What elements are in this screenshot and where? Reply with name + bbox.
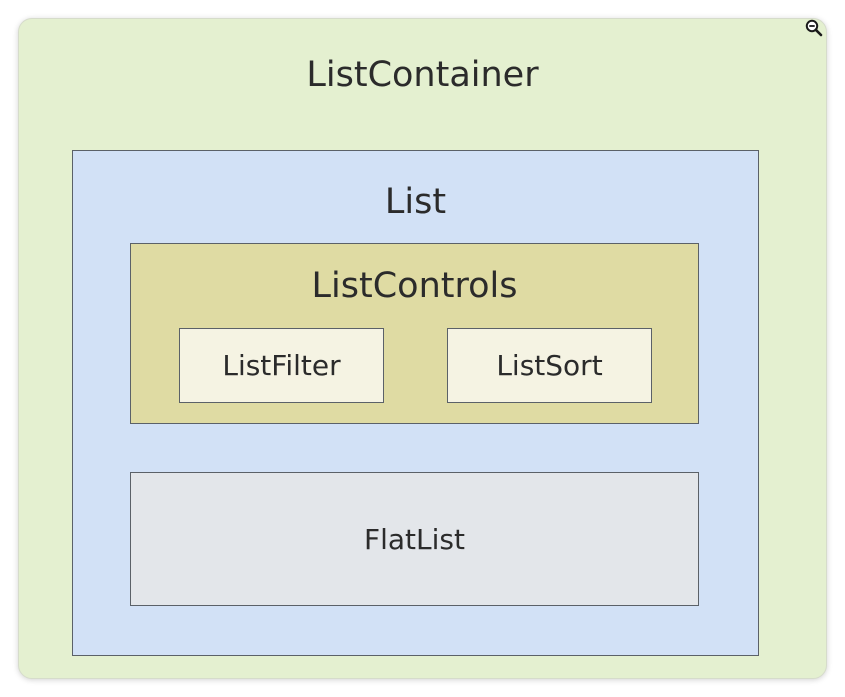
list-sort-label: ListSort — [496, 349, 603, 382]
list-filter-box: ListFilter — [179, 328, 384, 403]
flat-list-box: FlatList — [130, 472, 699, 606]
zoom-out-icon[interactable] — [805, 19, 823, 37]
list-container-label: ListContainer — [306, 55, 539, 95]
list-controls-label: ListControls — [311, 266, 518, 306]
list-label: List — [384, 182, 447, 222]
list-filter-label: ListFilter — [222, 349, 341, 382]
flat-list-label: FlatList — [364, 522, 465, 556]
list-sort-box: ListSort — [447, 328, 652, 403]
